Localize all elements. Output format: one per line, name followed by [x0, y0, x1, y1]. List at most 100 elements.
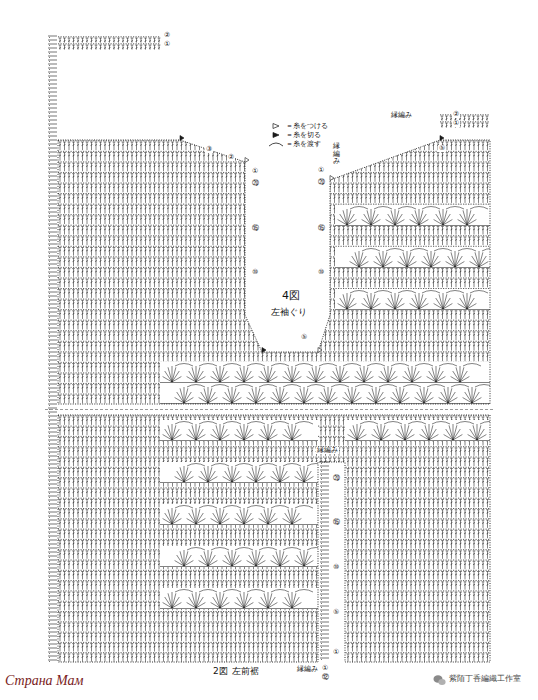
edge-stitch	[48, 176, 57, 178]
edge-stitch	[48, 192, 57, 194]
edge-stitch	[48, 240, 57, 242]
callout-label: ⑫	[321, 674, 330, 681]
edge-stitch	[48, 416, 57, 418]
stitch-row	[59, 489, 489, 497]
callout-label: ⑩	[251, 269, 259, 276]
edge-stitch	[48, 328, 57, 330]
fan-ground	[160, 588, 318, 609]
edge-stitch	[48, 580, 57, 582]
edge-stitch	[320, 562, 329, 564]
yarn-mark	[318, 348, 322, 353]
stitch-row	[59, 237, 489, 245]
chain-row	[58, 235, 490, 236]
edge-stitch	[48, 216, 57, 218]
edge-stitch	[48, 220, 57, 222]
stitch-row	[59, 644, 489, 652]
legend-sample	[268, 122, 284, 130]
legend-text: ＝糸を切る	[286, 130, 321, 140]
stitch-row	[59, 572, 489, 580]
edge-stitch	[48, 80, 57, 82]
stitch-row	[59, 321, 489, 329]
edge-stitch	[48, 384, 57, 386]
edge-stitch	[48, 528, 57, 530]
callout-label: ②	[163, 32, 171, 39]
fan-shells	[345, 422, 498, 441]
edge-stitch	[48, 592, 57, 594]
edge-stitch	[48, 356, 57, 358]
legend: ＝糸をつける＝糸を切る＝糸を渡す	[266, 120, 330, 149]
edge-stitch	[48, 200, 57, 202]
edge-stitch	[320, 602, 329, 604]
edge-stitch	[48, 224, 57, 226]
edge-stitch	[48, 232, 57, 234]
edge-stitch	[320, 546, 329, 548]
callout-label: ③	[205, 146, 213, 153]
stitch-row	[59, 654, 489, 662]
edge-stitch	[48, 52, 57, 54]
chain-row	[440, 121, 490, 122]
edge-stitch	[48, 428, 57, 430]
edge-stitch	[48, 124, 57, 126]
fan-shells	[160, 364, 490, 383]
edge-stitch	[48, 476, 57, 478]
edge-stitch	[48, 280, 57, 282]
edge-stitch	[320, 514, 329, 516]
edge-stitch	[48, 296, 57, 298]
stitch-row	[59, 353, 489, 361]
edge-stitch	[48, 576, 57, 578]
edge-stitch	[320, 554, 329, 556]
chain-row	[58, 642, 490, 643]
chain-row	[58, 404, 490, 405]
edge-stitch	[48, 272, 57, 274]
chain-row	[58, 457, 490, 458]
edge-stitch	[48, 40, 57, 42]
edge-stitch	[48, 180, 57, 182]
chain-row	[58, 498, 490, 499]
edge-stitch	[48, 104, 57, 106]
edge-stitch	[48, 320, 57, 322]
fan-ground	[335, 205, 490, 226]
panel-outline	[58, 140, 490, 404]
edge-stitch	[48, 632, 57, 634]
edge-stitch	[48, 60, 57, 62]
chain-row	[58, 193, 490, 194]
fan-ground	[160, 420, 318, 441]
fan-ground	[335, 289, 490, 310]
callout-label: ⑤	[438, 145, 446, 152]
edge-stitch	[48, 156, 57, 158]
edge-stitch	[48, 168, 57, 170]
edge-stitch	[48, 364, 57, 366]
callout-label: 2図	[212, 667, 229, 676]
stitch-row	[59, 279, 489, 287]
edge-stitch	[320, 586, 329, 588]
callout-label: ⑤	[300, 334, 308, 341]
edge-stitch	[48, 376, 57, 378]
chain-row	[58, 539, 490, 540]
edge-stitch	[48, 380, 57, 382]
callout-label: 縁編み	[333, 142, 340, 167]
yarn-mark	[180, 136, 184, 141]
edge-stitch	[48, 36, 57, 38]
edge-stitch	[48, 628, 57, 630]
edge-stitch	[48, 400, 57, 402]
edge-stitch	[320, 466, 329, 468]
callout-label: ⑤	[332, 609, 340, 616]
wechat-icon	[434, 675, 446, 685]
chain-row	[58, 204, 490, 205]
chain-row	[58, 529, 490, 530]
fan-shells	[335, 249, 500, 268]
chain-row	[58, 341, 490, 342]
edge-stitch	[48, 480, 57, 482]
edge-stitch	[48, 436, 57, 438]
callout-label: 左袖ぐり	[270, 308, 308, 317]
edge-stitch	[48, 152, 57, 154]
edge-stitch	[320, 630, 329, 632]
chain-row	[58, 446, 490, 447]
edge-stitch	[48, 424, 57, 426]
edge-stitch	[48, 100, 57, 102]
edge-stitch	[48, 316, 57, 318]
edge-stitch	[48, 596, 57, 598]
callout-label: ⑳	[251, 180, 260, 187]
edge-stitch	[48, 140, 57, 142]
edge-stitch	[48, 352, 57, 354]
